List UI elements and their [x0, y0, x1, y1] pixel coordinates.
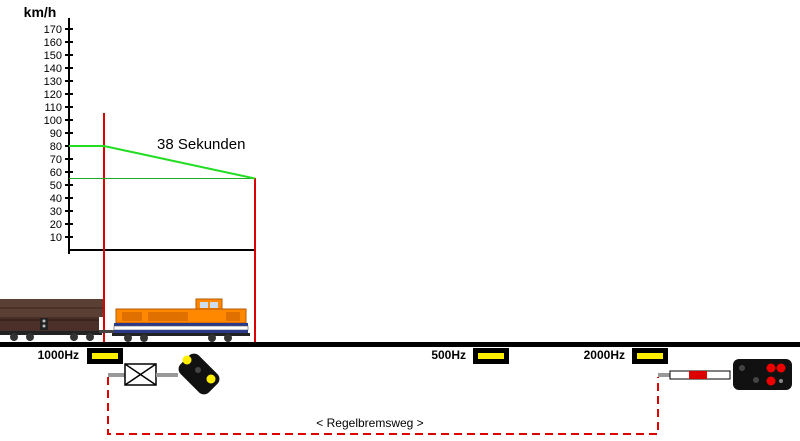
y-tick-label: 110 — [44, 102, 62, 114]
y-tick-label: 130 — [44, 76, 62, 88]
freight-wagon-icon — [0, 299, 103, 341]
y-tick-label: 80 — [50, 141, 62, 153]
y-tick-label: 140 — [44, 63, 62, 75]
magnet-label: 1000Hz — [38, 348, 79, 362]
y-tick-label: 100 — [44, 115, 62, 127]
main-signal-icon — [733, 359, 792, 390]
y-tick-label: 70 — [50, 154, 62, 166]
y-tick-label: 60 — [50, 167, 62, 179]
y-tick-label: 170 — [44, 24, 62, 36]
braking-distance-label: < Regelbremsweg > — [316, 416, 423, 430]
barrier-icon — [669, 370, 731, 380]
magnet-1000hz: 1000Hz — [38, 348, 123, 364]
y-tick-label: 160 — [44, 37, 62, 49]
track — [0, 342, 800, 347]
magnet-2000hz: 2000Hz — [584, 348, 668, 364]
magnet-label: 2000Hz — [584, 348, 625, 362]
y-ticks: 1020304050607080901001101201301401501601… — [44, 24, 73, 244]
magnet-500hz: 500Hz — [431, 348, 509, 364]
y-tick-label: 50 — [50, 180, 62, 192]
braking-distance-line — [107, 377, 659, 435]
y-axis-label: km/h — [24, 4, 57, 20]
speed-chart: km/h 10203040506070809010011012013014015… — [24, 4, 256, 342]
magnet-label: 500Hz — [431, 348, 466, 362]
y-tick-label: 30 — [50, 206, 62, 218]
y-tick-label: 20 — [50, 219, 62, 231]
y-tick-label: 40 — [50, 193, 62, 205]
locomotive-icon — [99, 298, 250, 342]
crossing-icon — [124, 363, 157, 386]
y-tick-label: 90 — [50, 128, 62, 140]
y-tick-label: 120 — [44, 89, 62, 101]
duration-annotation: 38 Sekunden — [157, 136, 245, 153]
y-tick-label: 10 — [50, 232, 62, 244]
y-tick-label: 150 — [44, 50, 62, 62]
speed-curve — [69, 145, 256, 180]
distant-signal-icon — [178, 353, 220, 395]
